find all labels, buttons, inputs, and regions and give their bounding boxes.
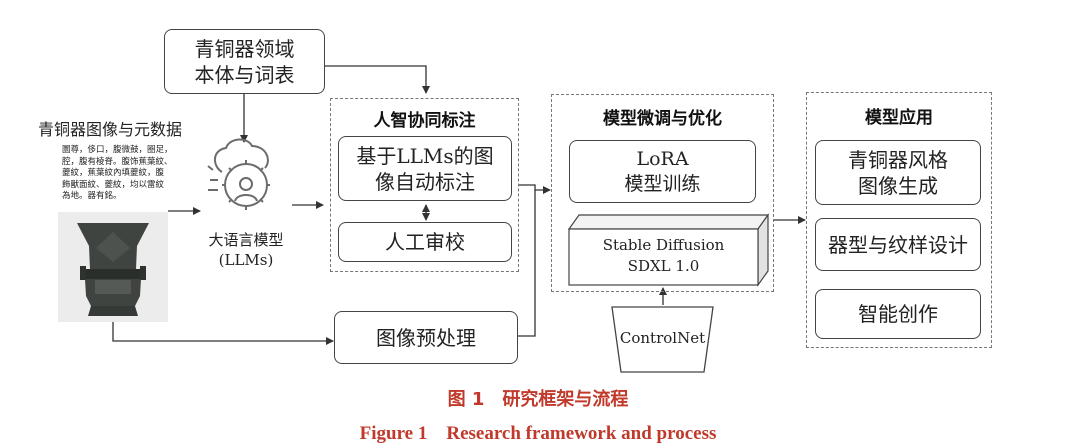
application-title: 模型应用 <box>865 108 933 128</box>
brain-gear-person-icon <box>207 138 270 210</box>
description-line-1: 圜尊，侈口，腹微鼓，圈足， <box>62 145 173 155</box>
arrow-to-finetune <box>519 184 551 194</box>
image-metadata-title: 青铜器图像与元数据 <box>38 120 183 139</box>
image-preprocess-box: 图像预处理 <box>334 311 518 364</box>
controlnet-label: ControlNet <box>619 329 706 347</box>
image-preprocess-label: 图像预处理 <box>376 325 476 350</box>
lora-line1: LoRA <box>636 147 689 170</box>
stable-diffusion-label: Stable Diffusion SDXL 1.0 <box>569 235 758 277</box>
llm-label-line1: 大语言模型 <box>208 231 284 249</box>
ontology-line2: 本体与词表 <box>194 62 295 87</box>
app-item3-label: 智能创作 <box>858 302 938 326</box>
ontology-line1: 青铜器领域 <box>194 36 295 61</box>
auto-annotation-line1: 基于LLMs的图 <box>356 143 494 168</box>
auto-annotation-line2: 像自动标注 <box>375 169 475 194</box>
description-line-4: 飾獸面紋、夔紋，均以雷紋 <box>62 179 165 190</box>
auto-annotation-box: 基于LLMs的图 像自动标注 <box>338 136 512 201</box>
description-line-3: 夔紋，蕉葉紋內填夔紋，腹 <box>62 168 165 178</box>
lora-training-box: LoRA 模型训练 <box>569 140 756 203</box>
bronze-vessel-image <box>58 212 168 322</box>
stable-diffusion-box-3d <box>567 213 770 287</box>
figure-caption-cn: 图 1 研究框架与流程 <box>447 389 629 410</box>
description-line-5: 為地。器有銘。 <box>62 191 122 201</box>
controlnet-shape <box>611 306 714 373</box>
description-line-2: 腔，腹有棱脊。腹饰蕉葉紋、 <box>62 156 173 167</box>
app-item2-label: 器型与纹样设计 <box>828 232 968 257</box>
arrow-image-to-preprocess <box>112 320 334 345</box>
image-metadata-description: 圜尊，侈口，腹微鼓，圈足， 腔，腹有棱脊。腹饰蕉葉紋、 夔紋，蕉葉紋內填夔紋，腹… <box>62 145 173 203</box>
llm-label: 大语言模型 (LLMs) <box>196 230 296 270</box>
intelligent-creation-box: 智能创作 <box>815 289 981 339</box>
annotation-title: 人智协同标注 <box>373 111 476 131</box>
app-item1-line2: 图像生成 <box>858 173 938 198</box>
manual-review-box: 人工审校 <box>338 222 512 262</box>
finetune-title: 模型微调与优化 <box>603 109 722 129</box>
manual-review-label: 人工审校 <box>385 230 465 254</box>
sd-line1: Stable Diffusion <box>602 236 725 254</box>
arrow-ontology-to-annotation <box>325 65 430 94</box>
lora-line2: 模型训练 <box>624 172 701 195</box>
app-item1-line1: 青铜器风格 <box>848 147 948 172</box>
figure-caption-en: Figure 1 Research framework and process <box>359 423 717 444</box>
finetune-section <box>551 94 774 292</box>
application-section <box>806 92 992 348</box>
style-image-generation-box: 青铜器风格 图像生成 <box>815 140 981 205</box>
sd-line2: SDXL 1.0 <box>627 257 700 275</box>
annotation-section <box>330 98 519 272</box>
llm-label-line2: (LLMs) <box>218 251 274 269</box>
ontology-vocabulary-box: 青铜器领域 本体与词表 <box>164 29 325 94</box>
form-pattern-design-box: 器型与纹样设计 <box>815 218 981 271</box>
